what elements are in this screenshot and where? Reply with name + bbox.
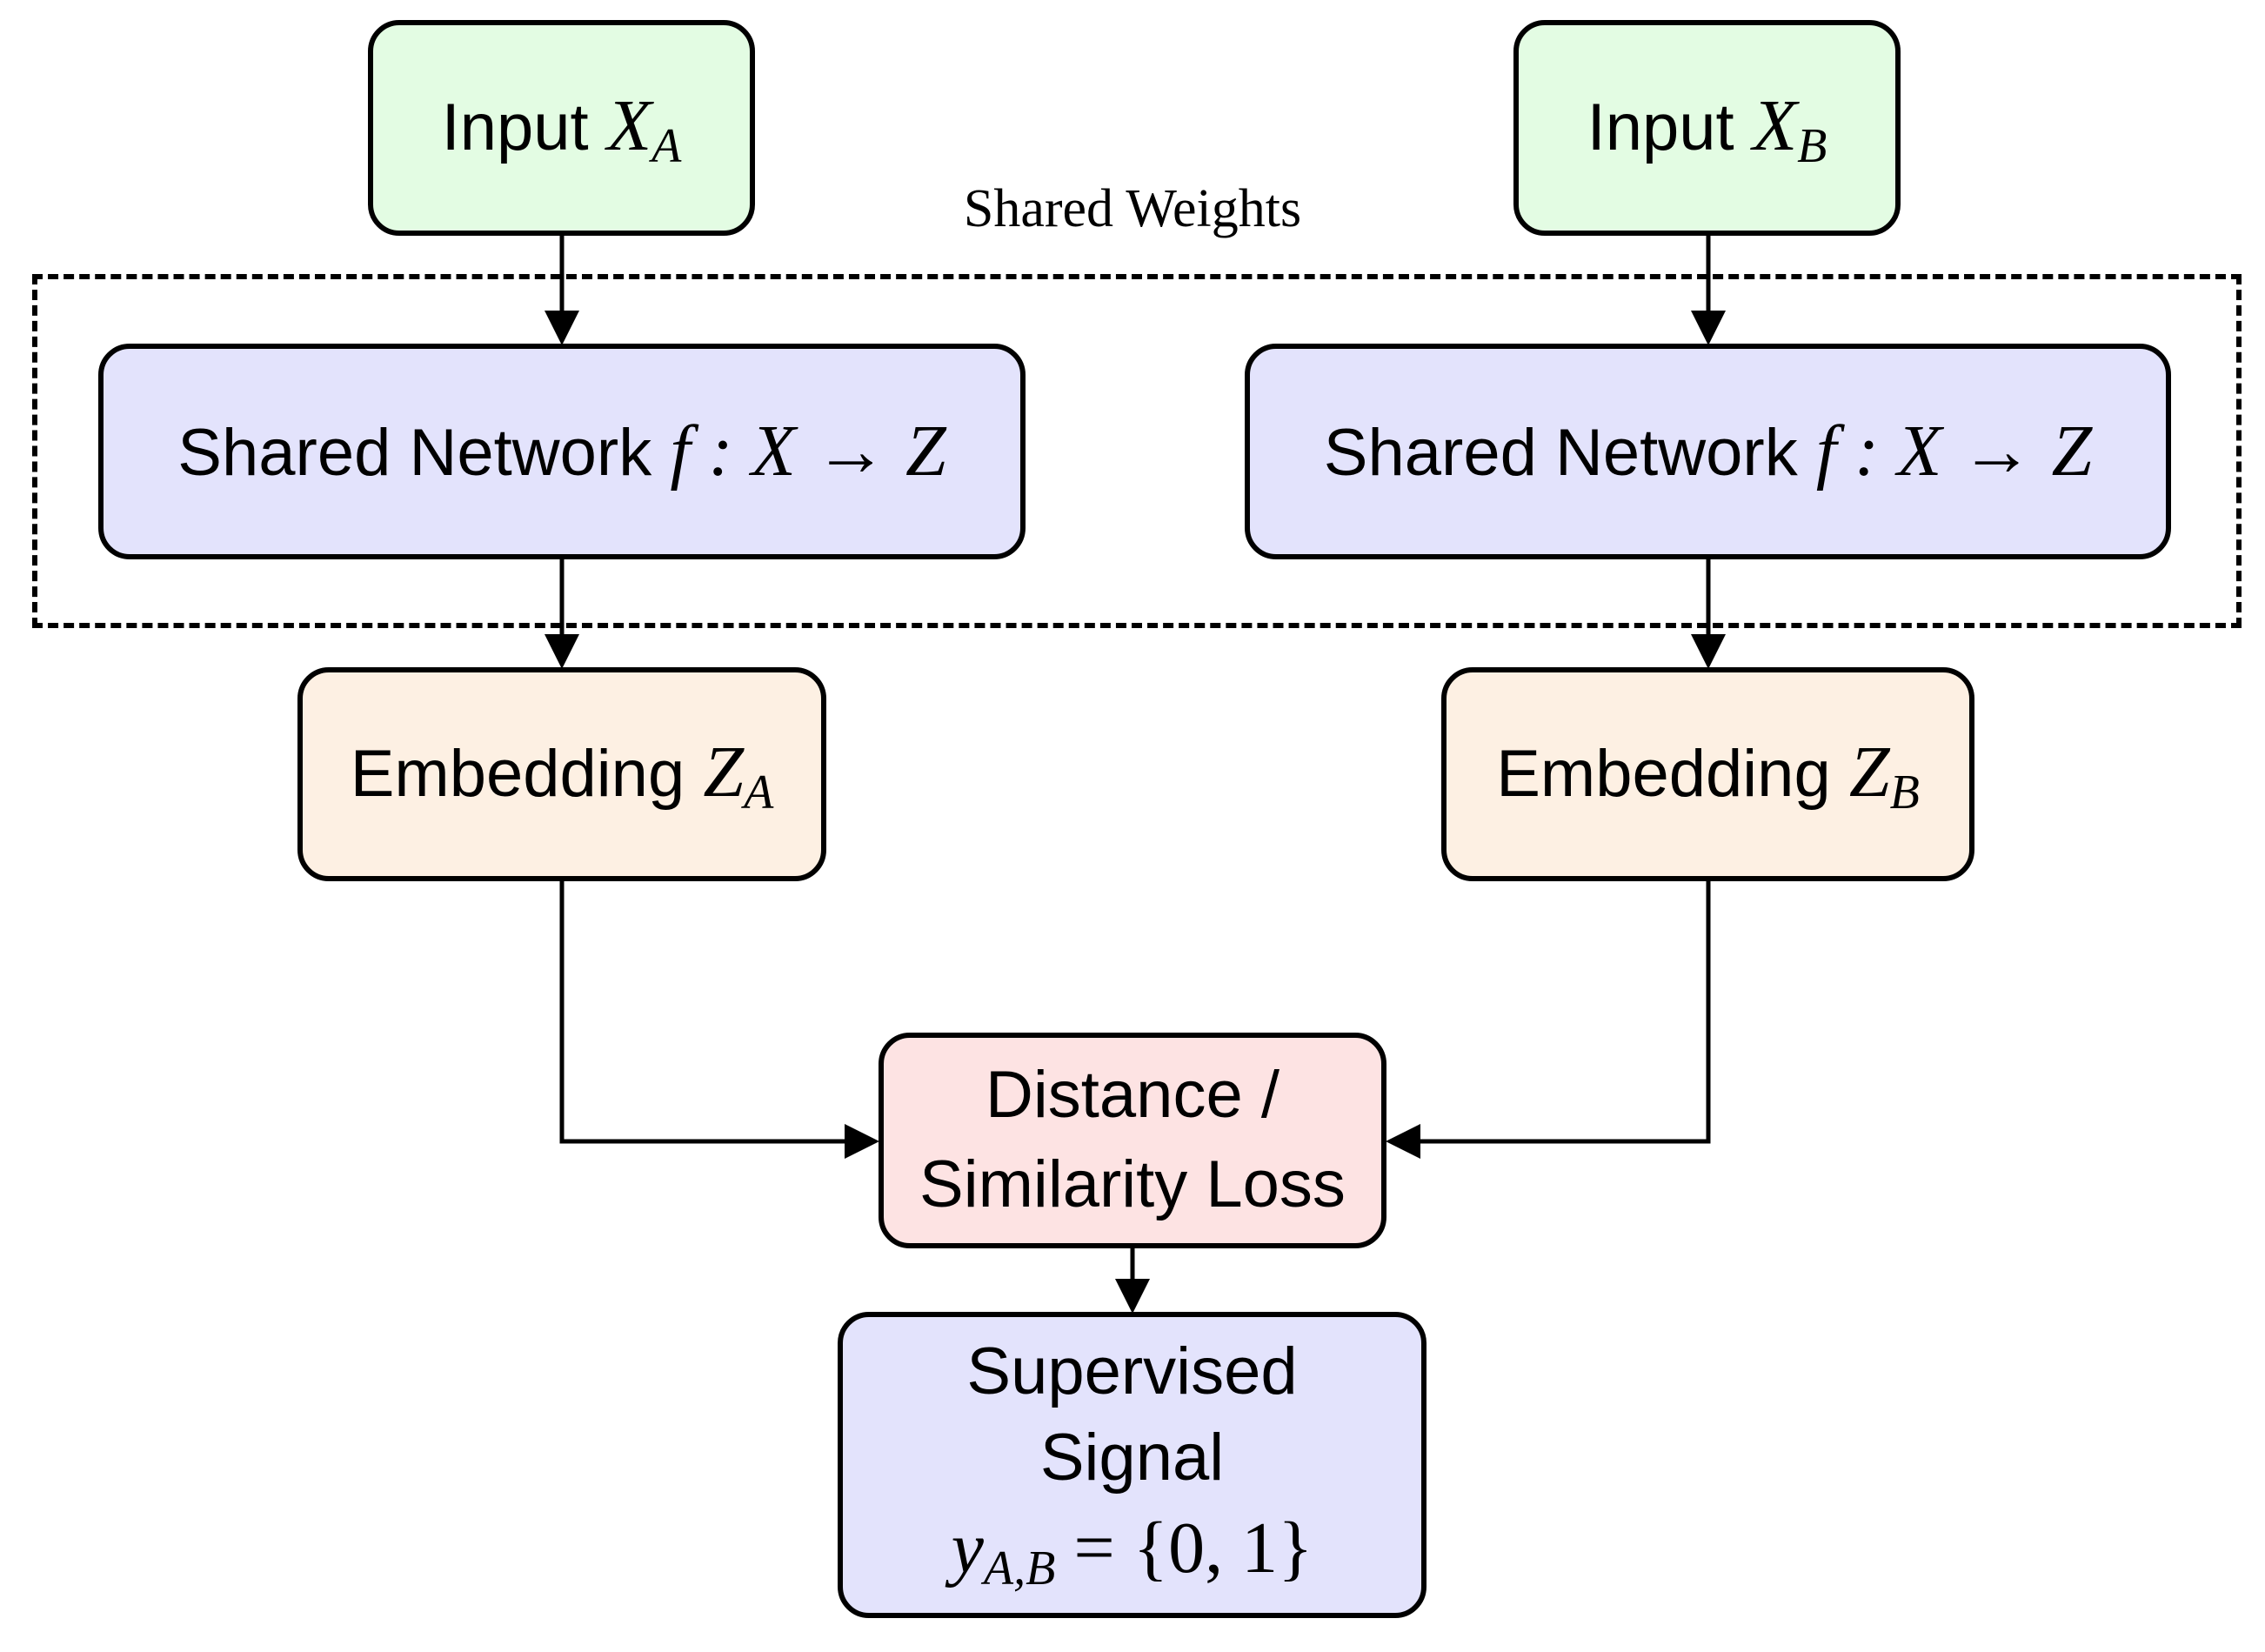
node-math-sub: A,B bbox=[983, 1542, 1056, 1596]
node-math: Z bbox=[703, 731, 745, 813]
node-text: Embedding bbox=[1496, 736, 1831, 811]
node-text: Shared Network bbox=[177, 416, 652, 491]
node-math-sub: A bbox=[651, 118, 682, 173]
node-loss: Distance / Similarity Loss bbox=[879, 1033, 1386, 1248]
node-math-eq: = {0, 1} bbox=[1073, 1508, 1313, 1589]
node-math-sub: B bbox=[1797, 118, 1827, 173]
node-embedding-a: Embedding ZA bbox=[297, 667, 826, 881]
node-supervised-signal: Supervised Signal yA,B = {0, 1} bbox=[838, 1312, 1426, 1618]
node-embedding-b: Embedding ZB bbox=[1441, 667, 1974, 881]
node-math: X bbox=[606, 84, 652, 166]
node-math: X bbox=[1752, 84, 1798, 166]
node-math: Z bbox=[1848, 731, 1890, 813]
node-text: Shared Network bbox=[1323, 416, 1798, 491]
node-math: f : X → Z bbox=[670, 411, 946, 492]
edge-emb-a-to-loss bbox=[559, 881, 879, 1159]
node-math: f : X → Z bbox=[1815, 411, 2093, 492]
node-math: y bbox=[951, 1508, 984, 1589]
node-text: Input bbox=[1587, 90, 1734, 164]
edge-emb-b-to-loss bbox=[1386, 881, 1711, 1159]
node-text-line: Supervised bbox=[966, 1334, 1298, 1408]
node-text: Input bbox=[441, 90, 589, 164]
node-math-sub: A bbox=[744, 765, 774, 819]
shared-weights-group bbox=[32, 274, 2242, 628]
node-math-sub: B bbox=[1889, 765, 1920, 819]
node-text-line: Signal bbox=[1039, 1420, 1225, 1495]
node-input-b: Input XB bbox=[1513, 20, 1901, 236]
node-text-line: Distance / bbox=[986, 1058, 1279, 1133]
node-shared-network-b: Shared Network f : X → Z bbox=[1245, 344, 2171, 559]
node-text: Embedding bbox=[350, 736, 685, 811]
node-shared-network-a: Shared Network f : X → Z bbox=[98, 344, 1026, 559]
shared-weights-label: Shared Weights bbox=[963, 179, 1302, 238]
node-input-a: Input XA bbox=[368, 20, 755, 236]
node-text-line: Similarity Loss bbox=[919, 1147, 1346, 1221]
